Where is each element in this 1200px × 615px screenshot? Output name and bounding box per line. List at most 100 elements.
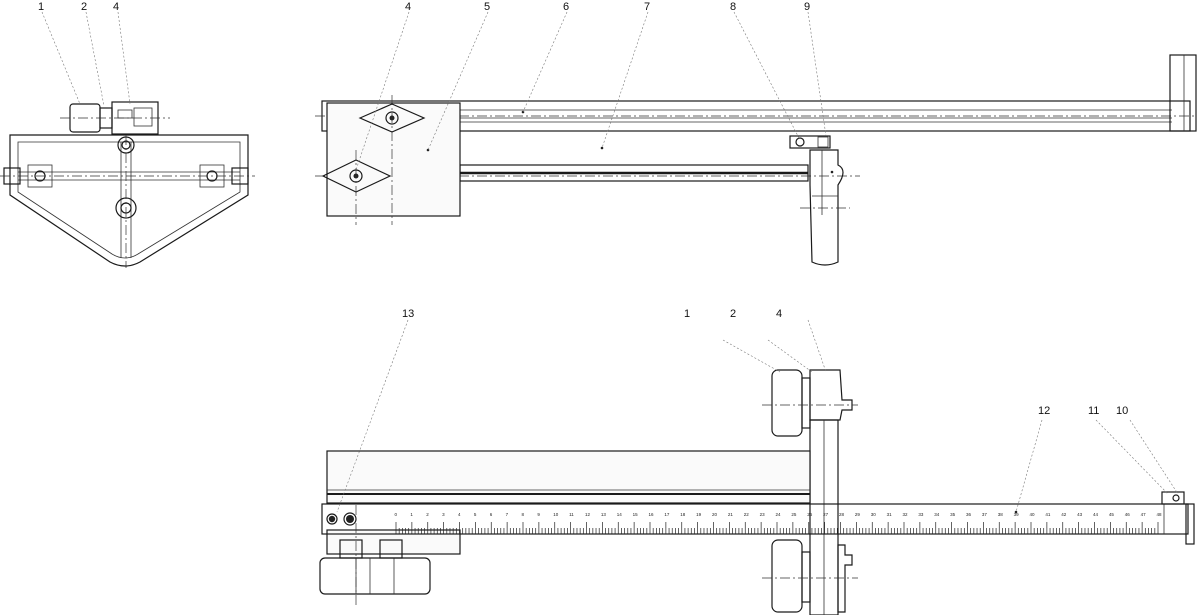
front-clamp-upper: [809, 369, 853, 421]
side-view: 1 2 4: [0, 1, 255, 268]
scale-label: 42: [1061, 512, 1067, 517]
scale-label: 44: [1093, 512, 1099, 517]
leader-front-11: [1095, 419, 1169, 495]
top-carriage-screw: [795, 137, 805, 147]
front-end-clip-screw: [1172, 494, 1180, 502]
leader-front-12: [1015, 419, 1043, 513]
scale-label: 2: [426, 512, 429, 517]
scale-label: 25: [791, 512, 797, 517]
top-carriage-clamp: [789, 135, 831, 149]
callout-front-2: 2: [730, 308, 736, 320]
scale-label: 18: [680, 512, 686, 517]
callout-top-8: 8: [730, 1, 736, 13]
front-end-clip: [1161, 491, 1185, 505]
scale-label: 35: [950, 512, 956, 517]
side-clamp-detail: [133, 107, 153, 127]
front-knob-bottom-collar: [801, 551, 811, 603]
scale-label: 36: [966, 512, 972, 517]
scale-label: 4: [458, 512, 461, 517]
front-ruler-screw-2-core: [346, 515, 354, 523]
scale-label: 1: [410, 512, 413, 517]
scale-label: 9: [537, 512, 540, 517]
side-inner-body: [17, 141, 241, 259]
scale-label: 11: [569, 512, 574, 517]
callout-front-11: 11: [1088, 405, 1099, 417]
scale-label: 13: [601, 512, 607, 517]
leader-top-8: [733, 11, 801, 141]
scale-label: 20: [712, 512, 718, 517]
callout-top-7: 7: [644, 1, 650, 13]
front-knob-bottom: [771, 539, 803, 613]
front-housing: [326, 450, 811, 504]
top-carriage-arm: [809, 149, 844, 266]
leader-top-6: [522, 11, 568, 113]
top-pointer-9: [830, 170, 834, 174]
scale-label: 29: [855, 512, 861, 517]
scale-label: 22: [744, 512, 750, 517]
scale-label: 21: [728, 512, 734, 517]
scale-label: 33: [918, 512, 924, 517]
scale-label: 17: [664, 512, 670, 517]
top-diamond-knob-upper: [358, 103, 426, 133]
scale-label: 3: [442, 512, 445, 517]
top-pointer-5: [426, 148, 430, 152]
scale-label: 43: [1077, 512, 1083, 517]
front-ruler-screw-1-core: [328, 515, 336, 523]
callout-front-4: 4: [776, 308, 782, 320]
scale-label: 19: [696, 512, 702, 517]
scale-label: 28: [839, 512, 845, 517]
callout-top-9: 9: [804, 1, 810, 13]
scale-label: 38: [998, 512, 1004, 517]
callout-front-1: 1: [684, 308, 690, 320]
scale-label: 23: [760, 512, 766, 517]
leader-side-1: [41, 11, 81, 105]
callout-top-5: 5: [484, 1, 490, 13]
leader-top-7: [601, 11, 649, 149]
leader-front-4: [807, 319, 827, 373]
scale-label: 46: [1125, 512, 1131, 517]
scale-label: 39: [1014, 512, 1020, 517]
front-ruler-screw-2: [343, 512, 357, 526]
scale-label: 37: [982, 512, 988, 517]
front-pointer-12: [1014, 510, 1018, 514]
scale-label: 34: [934, 512, 940, 517]
scale-label: 7: [506, 512, 509, 517]
side-clamp-slot: [117, 109, 133, 119]
leader-front-1: [722, 339, 781, 373]
callout-front-10: 10: [1116, 405, 1128, 417]
callout-side-1: 1: [38, 1, 44, 13]
front-ruler-end: [1185, 503, 1195, 545]
scale-label: 41: [1045, 512, 1051, 517]
scale-label: 10: [553, 512, 559, 517]
leader-front-2: [767, 339, 813, 373]
scale-label: 14: [617, 512, 623, 517]
top-knob-upper-hub: [385, 111, 399, 125]
scale-label: 40: [1030, 512, 1036, 517]
top-end-stop: [1169, 54, 1197, 132]
top-slider-block: [326, 102, 461, 217]
scale-label: 45: [1109, 512, 1115, 517]
top-view: 4 5 6 7 8 9: [315, 1, 1197, 266]
scale-label: 0: [395, 512, 398, 517]
scale-label: 26: [807, 512, 813, 517]
scale-label: 27: [823, 512, 829, 517]
leader-top-5: [427, 11, 489, 151]
front-knob-stem-2: [379, 539, 403, 559]
scale-label: 16: [649, 512, 655, 517]
scale-label: 48: [1157, 512, 1163, 517]
side-outer-body: [9, 134, 249, 267]
leader-side-2: [85, 11, 105, 107]
top-pointer-7: [600, 146, 604, 150]
leader-side-4: [117, 11, 131, 105]
leader-top-9: [807, 11, 827, 137]
front-knob-upper-collar: [801, 377, 811, 429]
scale-label: 5: [474, 512, 477, 517]
callout-top-4: 4: [405, 1, 411, 13]
scale-label: 32: [903, 512, 909, 517]
callout-top-6: 6: [563, 1, 569, 13]
top-carriage-nut: [817, 136, 829, 148]
scale-label: 30: [871, 512, 877, 517]
scale-label: 31: [887, 512, 893, 517]
